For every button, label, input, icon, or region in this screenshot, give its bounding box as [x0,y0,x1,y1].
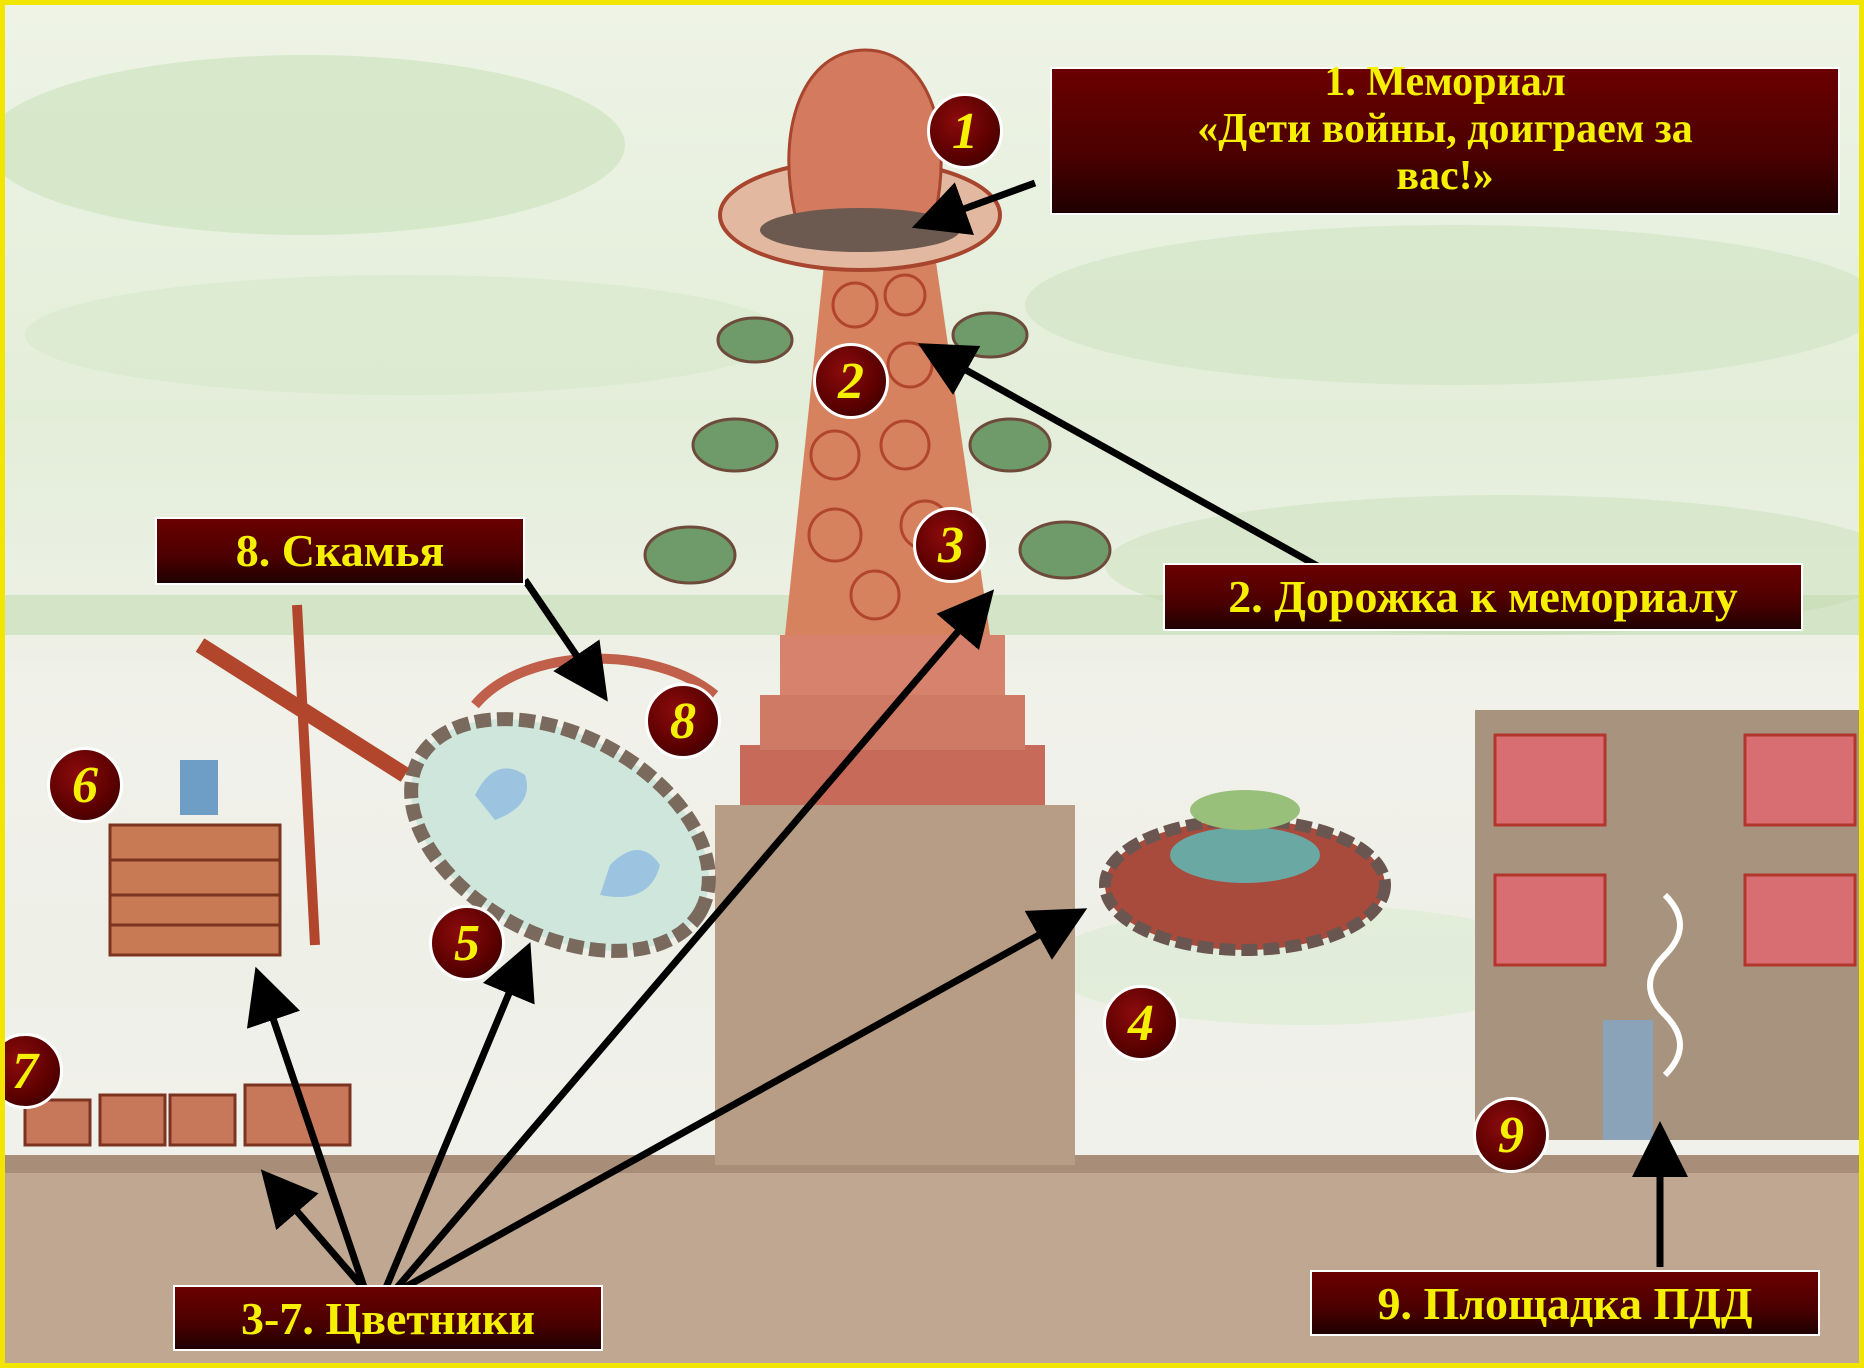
badge-4: 4 [1103,985,1179,1061]
label-playground: 9. Площадка ПДД [1310,1270,1820,1336]
badge-9: 9 [1473,1097,1549,1173]
label-memorial: 1. Мемориал «Дети войны, доиграем за вас… [1050,67,1840,215]
badge-8: 8 [645,683,721,759]
label-memorial-line3: вас!» [1052,153,1838,200]
badge-3: 3 [913,507,989,583]
label-memorial-line1: 1. Мемориал [1052,59,1838,106]
badge-2: 2 [813,343,889,419]
label-memorial-line2: «Дети войны, доиграем за [1052,106,1838,153]
label-flowerbeds: 3-7. Цветники [173,1285,603,1351]
badge-6: 6 [47,747,123,823]
badge-5: 5 [429,905,505,981]
label-bench: 8. Скамья [155,517,525,585]
label-path: 2. Дорожка к мемориалу [1163,563,1803,631]
badge-1: 1 [927,93,1003,169]
